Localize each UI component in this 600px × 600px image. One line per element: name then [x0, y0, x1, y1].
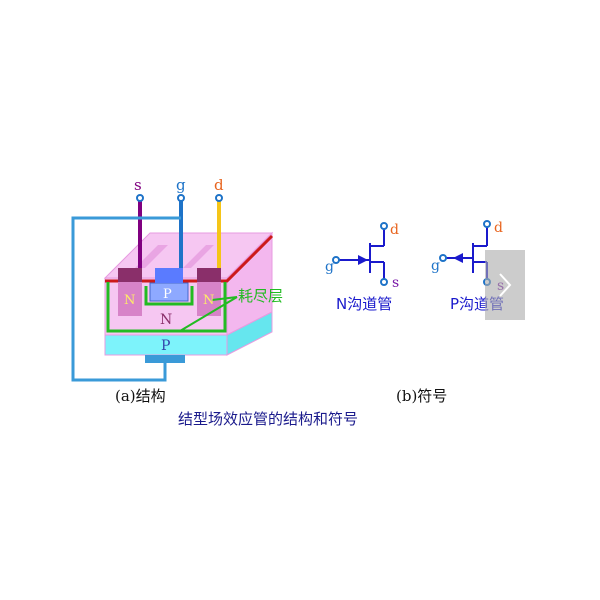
g-lead-terminal	[177, 194, 185, 202]
jfet-structure: s g d N P N N P 耗尽层 (a)结构	[71, 176, 283, 405]
n-left-label: N	[124, 293, 135, 308]
p-channel-d-terminal	[483, 220, 491, 228]
depletion-outline	[106, 282, 227, 333]
n-channel-s-label: s	[392, 275, 399, 291]
n-channel-label: N沟道管	[336, 295, 392, 313]
symbols-caption: (b)符号	[396, 387, 447, 405]
p-channel-g-terminal	[439, 254, 447, 262]
depletion-label: 耗尽层	[238, 287, 283, 305]
n-channel-d-terminal	[380, 222, 388, 230]
structure-caption: (a)结构	[115, 387, 166, 405]
figure-title: 结型场效应管的结构和符号	[178, 410, 358, 428]
n-region-left	[118, 282, 142, 316]
n-channel-d-label: d	[390, 222, 399, 238]
terminal-g-label: g	[176, 176, 186, 194]
metal-contact-left	[118, 268, 142, 282]
next-slide-button[interactable]	[485, 250, 525, 320]
terminal-s-label: s	[134, 176, 142, 194]
top-edge-line	[105, 234, 274, 283]
depletion-pointer-1	[211, 296, 238, 301]
depletion-inner	[144, 286, 194, 306]
chevron-right-icon	[499, 273, 512, 297]
p-channel-arrow	[453, 253, 463, 263]
p-channel-g-label: g	[431, 258, 440, 274]
p-channel-d-label: d	[494, 220, 503, 236]
gate-wire	[71, 216, 181, 382]
depletion-pointer-2	[179, 296, 238, 332]
n-channel-arrow	[358, 255, 368, 265]
d-lead-terminal	[215, 194, 223, 202]
p-center-label: P	[163, 287, 172, 302]
top-groove-2	[183, 245, 214, 268]
n-right-label: N	[203, 293, 214, 308]
s-lead-terminal	[136, 194, 144, 202]
terminal-d-label: d	[214, 176, 224, 194]
n-channel-s-terminal	[380, 278, 388, 286]
n-body-label: N	[160, 312, 172, 328]
p-substrate-label: P	[161, 338, 170, 354]
n-channel-g-label: g	[325, 259, 334, 275]
bottom-gate-contact	[145, 355, 185, 363]
top-groove-1	[135, 245, 168, 268]
metal-contact-center	[155, 268, 183, 283]
n-channel-g-terminal	[332, 256, 340, 264]
p-channel-symbol	[439, 220, 491, 286]
metal-contact-right	[197, 268, 221, 282]
n-channel-symbol	[332, 222, 388, 286]
